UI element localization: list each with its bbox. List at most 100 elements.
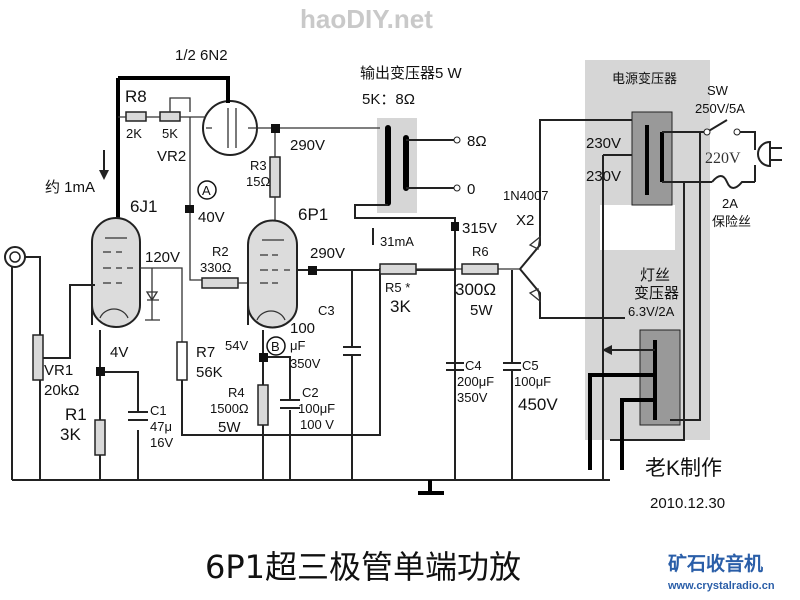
r4-label: R4: [228, 385, 245, 400]
r3-label: R3: [250, 158, 267, 173]
vr2-value: 5K: [162, 126, 178, 141]
c3-unit: μF: [290, 338, 305, 353]
c1-value: 47μ: [150, 419, 172, 434]
current-31ma: 31mA: [380, 234, 414, 249]
voltage-54v: 54V: [225, 338, 248, 353]
c4-voltage: 350V: [457, 390, 488, 405]
author-label: 老K制作: [645, 457, 722, 480]
r4-power: 5W: [218, 419, 241, 436]
r7-label: R7: [196, 344, 215, 361]
c2-label: C2: [302, 385, 319, 400]
date-label: 2010.12.30: [650, 495, 725, 512]
vr1-pot[interactable]: [32, 334, 44, 381]
filament-arrow-icon: [602, 345, 612, 355]
vr2-pot: [159, 111, 181, 122]
r3-resistor: [269, 156, 281, 198]
voltage-120v: 120V: [145, 249, 180, 266]
vr1-value: 20kΩ: [44, 382, 79, 399]
c4-label: C4: [465, 358, 482, 373]
r6-value: 300Ω: [455, 280, 496, 299]
point-a-label: A: [202, 183, 211, 198]
filament-transformer-core: [639, 329, 681, 426]
filament-label-2: 变压器: [634, 285, 679, 302]
r5-resistor: [379, 263, 417, 275]
fuse-label: 保险丝: [712, 214, 751, 229]
r8-label: R8: [125, 87, 147, 106]
output-transformer-ratio: 5K：8Ω: [362, 91, 415, 108]
c5-value: 100μF: [514, 374, 551, 389]
switch-rating: 250V/5A: [695, 101, 745, 116]
power-transformer-title: 电源变压器: [612, 71, 677, 86]
r6-power: 5W: [470, 302, 493, 319]
r2-label: R2: [212, 244, 229, 259]
test-point-a: [197, 180, 217, 200]
filament-rating: 6.3V/2A: [628, 304, 675, 319]
r5-value: 3K: [390, 297, 411, 316]
vr1-label: VR1: [44, 362, 73, 379]
voltage-315v: 315V: [462, 220, 497, 237]
watermark: haoDIY.net: [300, 4, 433, 34]
c1-label: C1: [150, 403, 167, 418]
speaker-terminal-8ohm[interactable]: 8Ω: [467, 133, 487, 150]
switch-label: SW: [707, 83, 729, 98]
r3-value: 15Ω: [246, 174, 270, 189]
tube-6p1: [247, 219, 298, 329]
fuse-rating: 2A: [722, 196, 738, 211]
power-plug-icon: [757, 140, 782, 168]
site-logo: 矿石收音机: [668, 552, 763, 575]
r2-resistor: [201, 277, 239, 289]
r8-value: 2K: [126, 126, 142, 141]
r7-value: 56K: [196, 364, 223, 381]
page-title: 6P1超三极管单端功放: [205, 548, 521, 586]
tube-6j1: [91, 217, 141, 328]
ground-symbol: [418, 480, 444, 495]
c2-voltage: 100 V: [300, 417, 334, 432]
input-jack-icon[interactable]: [4, 246, 26, 268]
mains-voltage: 220V: [705, 150, 741, 167]
speaker-terminal-0[interactable]: 0: [467, 181, 475, 198]
r4-resistor: [257, 384, 269, 426]
r4-value: 1500Ω: [210, 401, 249, 416]
diode-count: X2: [516, 212, 534, 229]
r1-value: 3K: [60, 425, 81, 444]
point-b-label: B: [271, 339, 280, 354]
r1-label: R1: [65, 405, 87, 424]
zener-diode-icon: [145, 291, 159, 302]
fuse-icon: [711, 175, 755, 189]
voltage-290v-screen: 290V: [310, 245, 345, 262]
tube-label-6j1: 6J1: [130, 197, 157, 216]
c2-value: 100μF: [298, 401, 335, 416]
tube-label-6p1: 6P1: [298, 205, 328, 224]
power-transformer-core: [631, 111, 673, 206]
c5-voltage: 450V: [518, 395, 558, 414]
r5-label: R5 *: [385, 280, 410, 295]
r6-resistor: [461, 263, 499, 275]
c3-voltage: 350V: [290, 356, 321, 371]
r8-resistor: [125, 111, 147, 122]
output-transformer-title: 输出变压器5 W: [360, 65, 463, 82]
filament-label-1: 灯丝: [640, 267, 670, 284]
voltage-4v: 4V: [110, 344, 128, 361]
current-1ma: 约 1mA: [45, 179, 95, 196]
site-url[interactable]: www.crystalradio.cn: [667, 580, 775, 592]
c3-label: C3: [318, 303, 335, 318]
vr2-label: VR2: [157, 148, 186, 165]
c4-value: 200μF: [457, 374, 494, 389]
voltage-40v: 40V: [198, 209, 225, 226]
tube-label-6n2: 1/2 6N2: [175, 47, 228, 64]
c5-label: C5: [522, 358, 539, 373]
c3-value: 100: [290, 320, 315, 337]
output-transformer-core: [377, 118, 417, 213]
diode-icons: [528, 235, 541, 303]
secondary-voltage-1: 230V: [586, 135, 621, 152]
secondary-voltage-2: 230V: [586, 168, 621, 185]
r7-resistor: [176, 341, 188, 381]
r1-resistor: [94, 419, 106, 456]
c1-voltage: 16V: [150, 435, 173, 450]
anode-wire: [116, 76, 230, 230]
test-point-b: [266, 336, 286, 356]
voltage-290v-plate: 290V: [290, 137, 325, 154]
diode-type: 1N4007: [503, 188, 549, 203]
r6-label: R6: [472, 244, 489, 259]
